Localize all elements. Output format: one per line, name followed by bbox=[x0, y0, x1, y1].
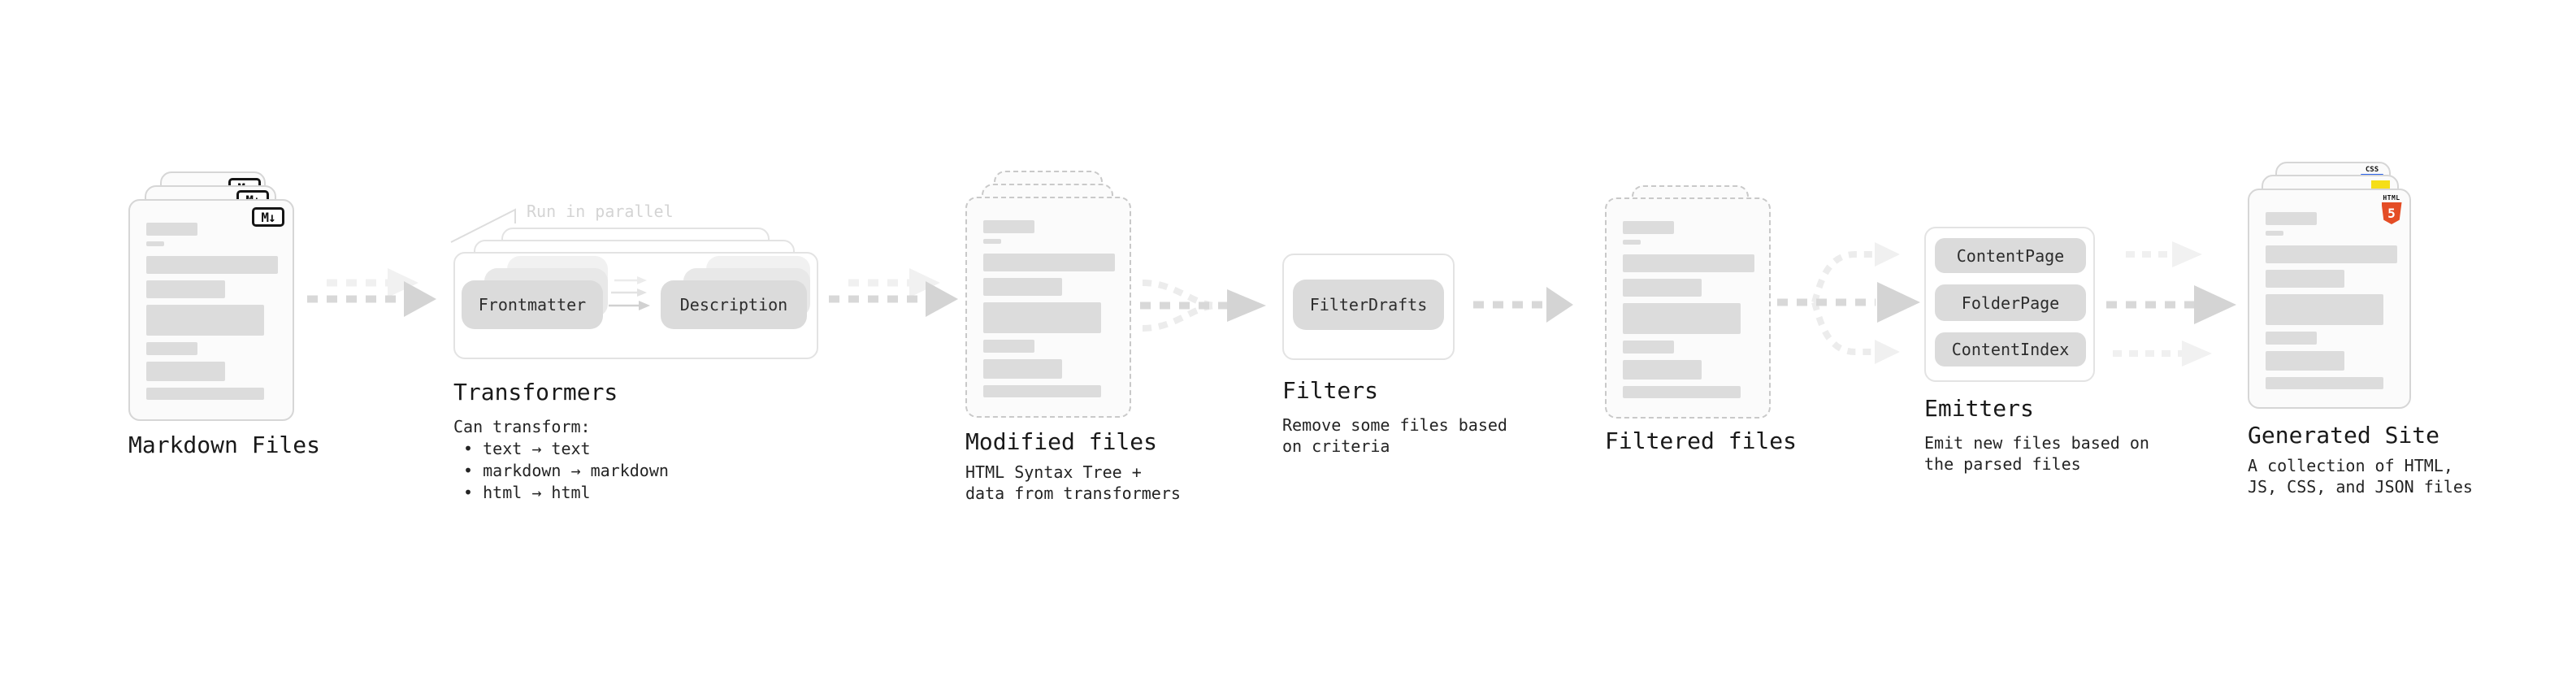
arrow-transformers-to-modified bbox=[829, 268, 958, 317]
filtered-files-label: Filtered files bbox=[1605, 427, 1798, 454]
filters-title: Filters bbox=[1282, 377, 1379, 404]
filterdrafts-box-label: FilterDrafts bbox=[1309, 295, 1428, 314]
folderpage-box: FolderPage bbox=[1935, 284, 2086, 321]
arrow-markdown-to-transformers bbox=[307, 268, 436, 317]
emitters-title: Emitters bbox=[1924, 395, 2034, 422]
generated-site-description: A collection of HTML, JS, CSS, and JSON … bbox=[2248, 455, 2473, 497]
transformers-desc-line: • html → html bbox=[453, 483, 591, 502]
transformers-description: Can transform: • text → text • markdown … bbox=[453, 416, 669, 504]
arrow-modified-to-filters bbox=[1140, 280, 1266, 332]
filters-desc-line: Remove some files based bbox=[1282, 415, 1507, 435]
js-icon bbox=[2371, 180, 2390, 190]
generated-site-desc-line: JS, CSS, and JSON files bbox=[2248, 477, 2473, 497]
emitters-desc-line: the parsed files bbox=[1924, 454, 2081, 474]
filters-desc-line: on criteria bbox=[1282, 436, 1390, 456]
transform-mini-arrows bbox=[609, 276, 650, 310]
markdown-file-card-front: M↓ bbox=[128, 199, 294, 421]
generated-site-label: Generated Site bbox=[2248, 422, 2440, 449]
generated-site-desc-line: A collection of HTML, bbox=[2248, 456, 2453, 475]
markdown-files-label: Markdown Files bbox=[128, 432, 321, 458]
contentpage-box-label: ContentPage bbox=[1956, 245, 2065, 266]
transformers-title: Transformers bbox=[453, 379, 618, 406]
frontmatter-box: Frontmatter bbox=[462, 280, 603, 329]
filtered-file-card-front bbox=[1605, 197, 1771, 419]
modified-files-desc-line: HTML Syntax Tree + bbox=[965, 462, 1142, 482]
modified-files-desc-line: data from transformers bbox=[965, 484, 1181, 503]
doc-content-placeholder bbox=[146, 223, 278, 400]
doc-content-placeholder bbox=[2266, 212, 2397, 389]
generated-file-card-html: HTML 5 bbox=[2248, 189, 2411, 409]
arrow-filtered-to-emitters bbox=[1777, 242, 1920, 364]
filterdrafts-box: FilterDrafts bbox=[1293, 280, 1444, 330]
parallel-note: Run in parallel bbox=[527, 202, 674, 221]
doc-content-placeholder bbox=[983, 220, 1115, 397]
emitters-desc-line: Emit new files based on bbox=[1924, 433, 2149, 453]
html5-icon-number: 5 bbox=[2387, 206, 2396, 221]
css3-icon-text: CSS bbox=[2365, 166, 2379, 174]
contentpage-box: ContentPage bbox=[1935, 238, 2086, 273]
transformers-desc-line: • text → text bbox=[453, 439, 591, 458]
contentindex-box: ContentIndex bbox=[1935, 332, 2086, 367]
parallel-note-leader-line bbox=[450, 208, 516, 243]
html5-icon: HTML 5 bbox=[2381, 194, 2402, 224]
html5-icon-text: HTML bbox=[2383, 194, 2400, 202]
arrow-filters-to-filtered bbox=[1473, 287, 1573, 323]
modified-files-description: HTML Syntax Tree + data from transformer… bbox=[965, 462, 1181, 504]
modified-files-label: Modified files bbox=[965, 428, 1158, 455]
contentindex-box-label: ContentIndex bbox=[1951, 340, 2070, 359]
transformers-desc-line: Can transform: bbox=[453, 417, 591, 436]
arrow-emitters-to-generated bbox=[2106, 241, 2236, 367]
description-box-label: Description bbox=[679, 295, 788, 314]
description-box: Description bbox=[661, 280, 807, 329]
markdown-icon: M↓ bbox=[252, 207, 284, 227]
emitters-description: Emit new files based on the parsed files bbox=[1924, 432, 2149, 475]
frontmatter-box-label: Frontmatter bbox=[478, 295, 587, 314]
modified-file-card-front bbox=[965, 197, 1131, 418]
transformers-desc-line: • markdown → markdown bbox=[453, 461, 669, 480]
folderpage-box-label: FolderPage bbox=[1961, 293, 2060, 313]
markdown-icon-text: M↓ bbox=[261, 209, 275, 225]
doc-content-placeholder bbox=[1623, 221, 1754, 398]
filters-description: Remove some files based on criteria bbox=[1282, 414, 1507, 457]
